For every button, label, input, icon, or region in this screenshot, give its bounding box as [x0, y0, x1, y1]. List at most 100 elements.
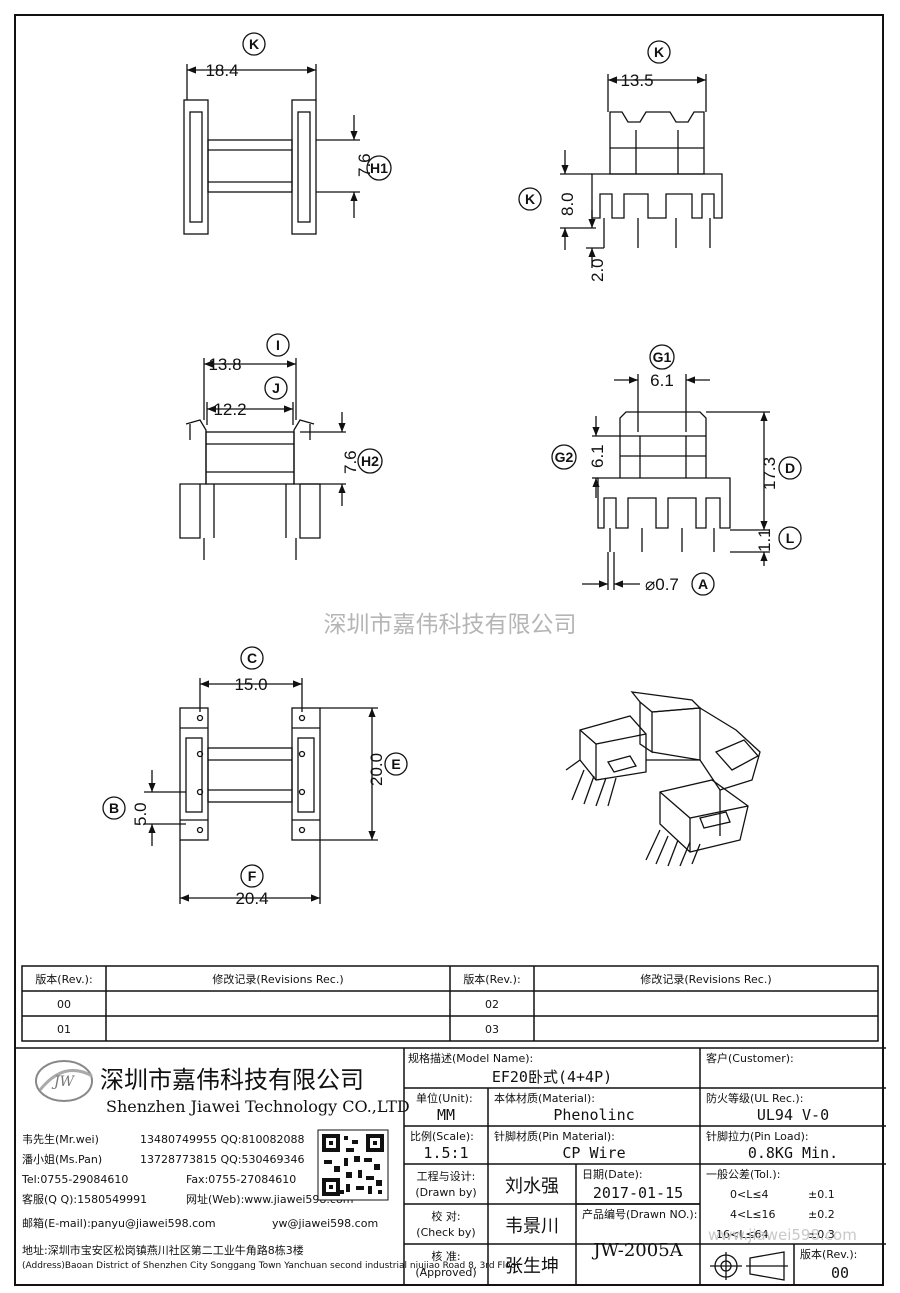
title-block-lines: [14, 1047, 886, 1286]
projection-symbol-icon: [710, 1251, 788, 1281]
title-block-text: 规格描述(Model Name): EF20卧式(4+4P) 客户(Custom…: [408, 1051, 857, 1282]
material-value: Phenolinc: [553, 1106, 634, 1124]
bubble-e: E: [391, 756, 400, 772]
rec-header-left: 修改记录(Revisions Rec.): [212, 972, 343, 986]
revision-table: [21, 965, 879, 1042]
unit-label: 单位(Unit):: [416, 1091, 473, 1105]
dim-20-4: 20.4: [235, 889, 268, 908]
bubble-f: F: [248, 868, 257, 884]
check-by-label-cn: 校 对:: [431, 1209, 460, 1223]
tol-value-3: ±0.3: [808, 1228, 835, 1241]
contact-2-value: 13728773815 QQ:530469346: [140, 1153, 305, 1166]
view-mid-left-labels: I 13.8 J 12.2 7.6 H2: [208, 333, 383, 474]
address-en: (Address)Baoan District of Shenzhen City…: [22, 1261, 520, 1271]
contact-4-value: 网址(Web):www.jiawei598.com: [186, 1192, 353, 1206]
date-value: 2017-01-15: [593, 1184, 683, 1202]
rev-header-right: 版本(Rev.):: [463, 972, 520, 986]
web-watermark: www.jiawei598.com: [708, 1226, 857, 1244]
bubble-d: D: [785, 460, 795, 476]
bubble-h2: H2: [361, 453, 379, 469]
rec-header-right: 修改记录(Revisions Rec.): [640, 972, 771, 986]
contact-4-label: 客服(Q Q):1580549991: [22, 1192, 147, 1206]
dim-2-0: 2.0: [588, 258, 607, 282]
approved-value: 张生坤: [505, 1256, 559, 1277]
rev-00: 00: [57, 998, 71, 1011]
check-by-value: 韦景川: [505, 1216, 559, 1237]
scale-label: 比例(Scale):: [410, 1129, 474, 1143]
jw-logo-icon: JW: [35, 1060, 93, 1102]
bubble-i: I: [276, 337, 280, 353]
rev-label: 版本(Rev.):: [800, 1247, 857, 1261]
bubble-b: B: [109, 800, 119, 816]
bubble-c: C: [247, 650, 257, 666]
contact-3-value: Fax:0755-27084610: [186, 1173, 296, 1186]
bubble-h1: H1: [370, 160, 388, 176]
tol-range-1: 0<L≤4: [730, 1188, 769, 1201]
view-top-left-labels: K 18.4 7.6 H1: [205, 32, 392, 181]
contact-1-value: 13480749955 QQ:810082088: [140, 1133, 305, 1146]
tol-range-3: 16<L≤64: [716, 1228, 769, 1241]
company-block: JW 深圳市嘉伟科技有限公司 Shenzhen Jiawei Technolog…: [21, 1060, 520, 1271]
tol-value-2: ±0.2: [808, 1208, 835, 1221]
view-bottom-left-labels: C 15.0 20.0 E B 5.0 F 20.4: [102, 646, 408, 908]
drawing-frame: [14, 14, 884, 1286]
check-by-label-en: (Check by): [416, 1226, 475, 1239]
rev-value: 00: [831, 1264, 849, 1282]
model-label: 规格描述(Model Name):: [408, 1051, 533, 1065]
view-mid-left: [179, 358, 346, 560]
view-mid-right: [582, 374, 770, 590]
qr-code-icon: [317, 1129, 389, 1201]
view-top-right-labels: K 13.5 K 8.0 2.0: [518, 40, 671, 282]
logo-text: JW: [51, 1074, 76, 1090]
address-cn: 地址:深圳市宝安区松岗镇燕川社区第二工业牛角路8栋3楼: [22, 1243, 304, 1257]
contact-2-label: 潘小姐(Ms.Pan): [22, 1152, 102, 1166]
dim-20-0: 20.0: [367, 753, 386, 786]
scale-value: 1.5:1: [423, 1144, 468, 1162]
pin-material-value: CP Wire: [562, 1144, 625, 1162]
bubble-l: L: [786, 530, 795, 546]
pin-load-value: 0.8KG Min.: [748, 1144, 838, 1162]
dim-6-1-g2: 6.1: [588, 444, 607, 468]
company-name-en: Shenzhen Jiawei Technology CO.,LTD: [106, 1097, 410, 1116]
bubble-j: J: [272, 380, 280, 396]
unit-value: MM: [437, 1106, 455, 1124]
dim-13-5: 13.5: [620, 71, 653, 90]
view-bottom-left: [144, 678, 378, 904]
dim-15-0: 15.0: [234, 675, 267, 694]
contact-1-label: 韦先生(Mr.wei): [22, 1132, 99, 1146]
bubble-k-2: K: [654, 44, 664, 60]
dim-5-0: 5.0: [131, 802, 150, 826]
dim-pin-dia: ⌀0.7: [645, 575, 679, 594]
contact-5-value: yw@jiawei598.com: [272, 1217, 378, 1230]
dim-13-8: 13.8: [208, 355, 241, 374]
rev-02: 02: [485, 998, 499, 1011]
ul-label: 防火等级(UL Rec.):: [706, 1091, 803, 1105]
dim-7-6-h2: 7.6: [341, 450, 360, 474]
view-top-right: [560, 74, 723, 268]
ul-value: UL94 V-0: [757, 1106, 829, 1124]
revision-table-text: 版本(Rev.): 修改记录(Revisions Rec.) 版本(Rev.):…: [35, 972, 771, 1036]
pin-load-label: 针脚拉力(Pin Load):: [706, 1129, 809, 1143]
dim-12-2: 12.2: [213, 400, 246, 419]
approved-label-cn: 核 准:: [431, 1249, 460, 1263]
material-label: 本体材质(Material):: [494, 1091, 595, 1105]
rev-03: 03: [485, 1023, 499, 1036]
view-mid-right-labels: G1 6.1 G2 6.1 17.3 D 1.1 L ⌀0.7 A: [551, 344, 802, 596]
dim-17-3: 17.3: [760, 457, 779, 490]
rev-header-left: 版本(Rev.):: [35, 972, 92, 986]
company-watermark: 深圳市嘉伟科技有限公司: [324, 612, 577, 638]
drawn-no-value: JW-2005A: [591, 1240, 683, 1261]
drawn-no-label: 产品编号(Drawn NO.):: [582, 1207, 697, 1221]
tol-value-1: ±0.1: [808, 1188, 835, 1201]
contact-3-label: Tel:0755-29084610: [21, 1173, 128, 1186]
dim-1-1: 1.1: [755, 528, 774, 552]
contact-5-label: 邮箱(E-mail):panyu@jiawei598.com: [22, 1216, 216, 1230]
bubble-k-1: K: [249, 36, 259, 52]
view-top-left: [183, 64, 360, 235]
customer-label: 客户(Customer):: [706, 1051, 794, 1065]
drawn-by-value: 刘水强: [505, 1176, 559, 1197]
date-label: 日期(Date):: [582, 1168, 643, 1181]
approved-label-en: (Approved): [415, 1266, 476, 1279]
pin-material-label: 针脚材质(Pin Material):: [494, 1129, 615, 1143]
